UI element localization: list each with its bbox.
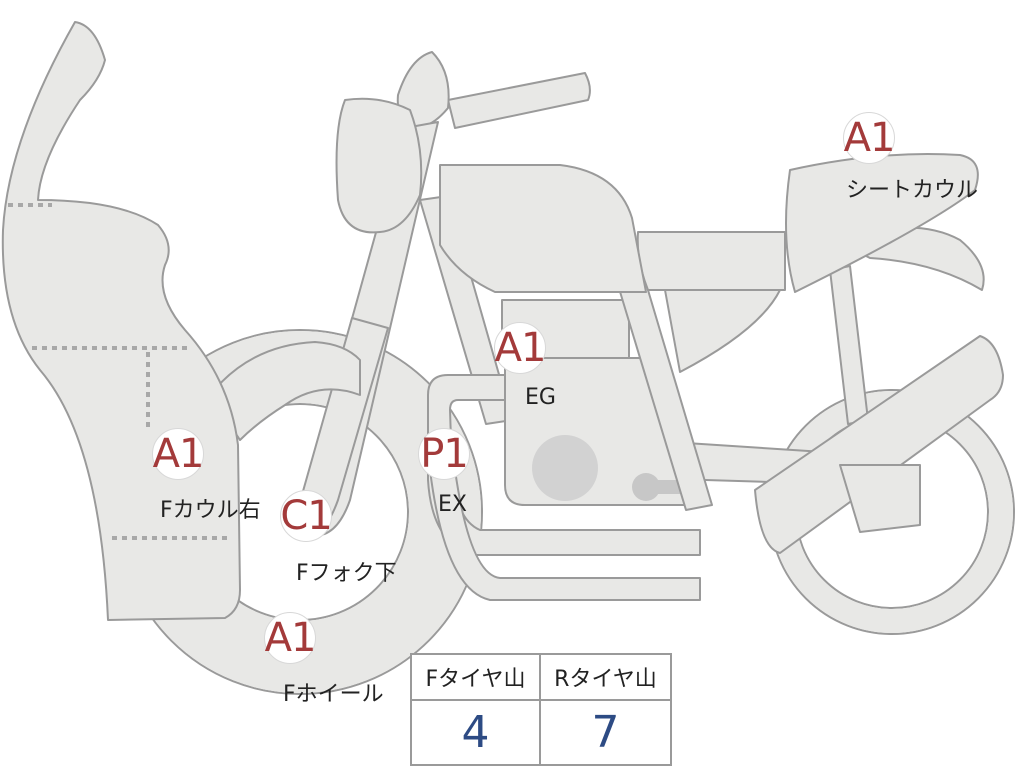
label-front-cowl: Fカウル右	[160, 498, 261, 523]
handlebar	[447, 72, 591, 129]
marker-engine-grade[interactable]: A1	[494, 322, 546, 374]
label-seat-cowl: シートカウル	[846, 178, 979, 203]
rear-shock	[829, 265, 869, 425]
rear-tire-header: Rタイヤ山	[541, 655, 670, 701]
tire-tread-table: Fタイヤ山 Rタイヤ山 4 7	[410, 653, 672, 766]
front-fender	[209, 341, 361, 441]
marker-exhaust-grade[interactable]: P1	[418, 428, 470, 480]
footpeg-end-left	[632, 473, 660, 501]
fuel-tank	[439, 164, 647, 293]
front-tire-value: 4	[412, 701, 541, 764]
label-engine: EG	[525, 385, 556, 410]
engine-cover	[532, 435, 598, 501]
muffler	[754, 335, 1004, 554]
front-tire-header: Fタイヤ山	[412, 655, 541, 701]
label-exhaust: EX	[438, 492, 467, 517]
label-front-fork: Fフォク下	[296, 561, 397, 586]
rear-tire-value: 7	[591, 707, 620, 758]
marker-seat-cowl-grade[interactable]: A1	[843, 112, 895, 164]
muffler-rear	[839, 464, 921, 533]
marker-front-wheel-grade[interactable]: A1	[264, 612, 316, 664]
front-cowl	[1, 21, 241, 621]
marker-front-fork-grade[interactable]: C1	[280, 490, 333, 542]
headlight	[335, 97, 423, 234]
label-front-wheel: Fホイール	[283, 682, 384, 707]
rear-seat	[636, 231, 786, 291]
side-cover	[664, 289, 781, 373]
seat-cowl	[785, 153, 979, 293]
exhaust-lower	[429, 469, 701, 601]
marker-front-cowl-grade[interactable]: A1	[152, 428, 204, 480]
